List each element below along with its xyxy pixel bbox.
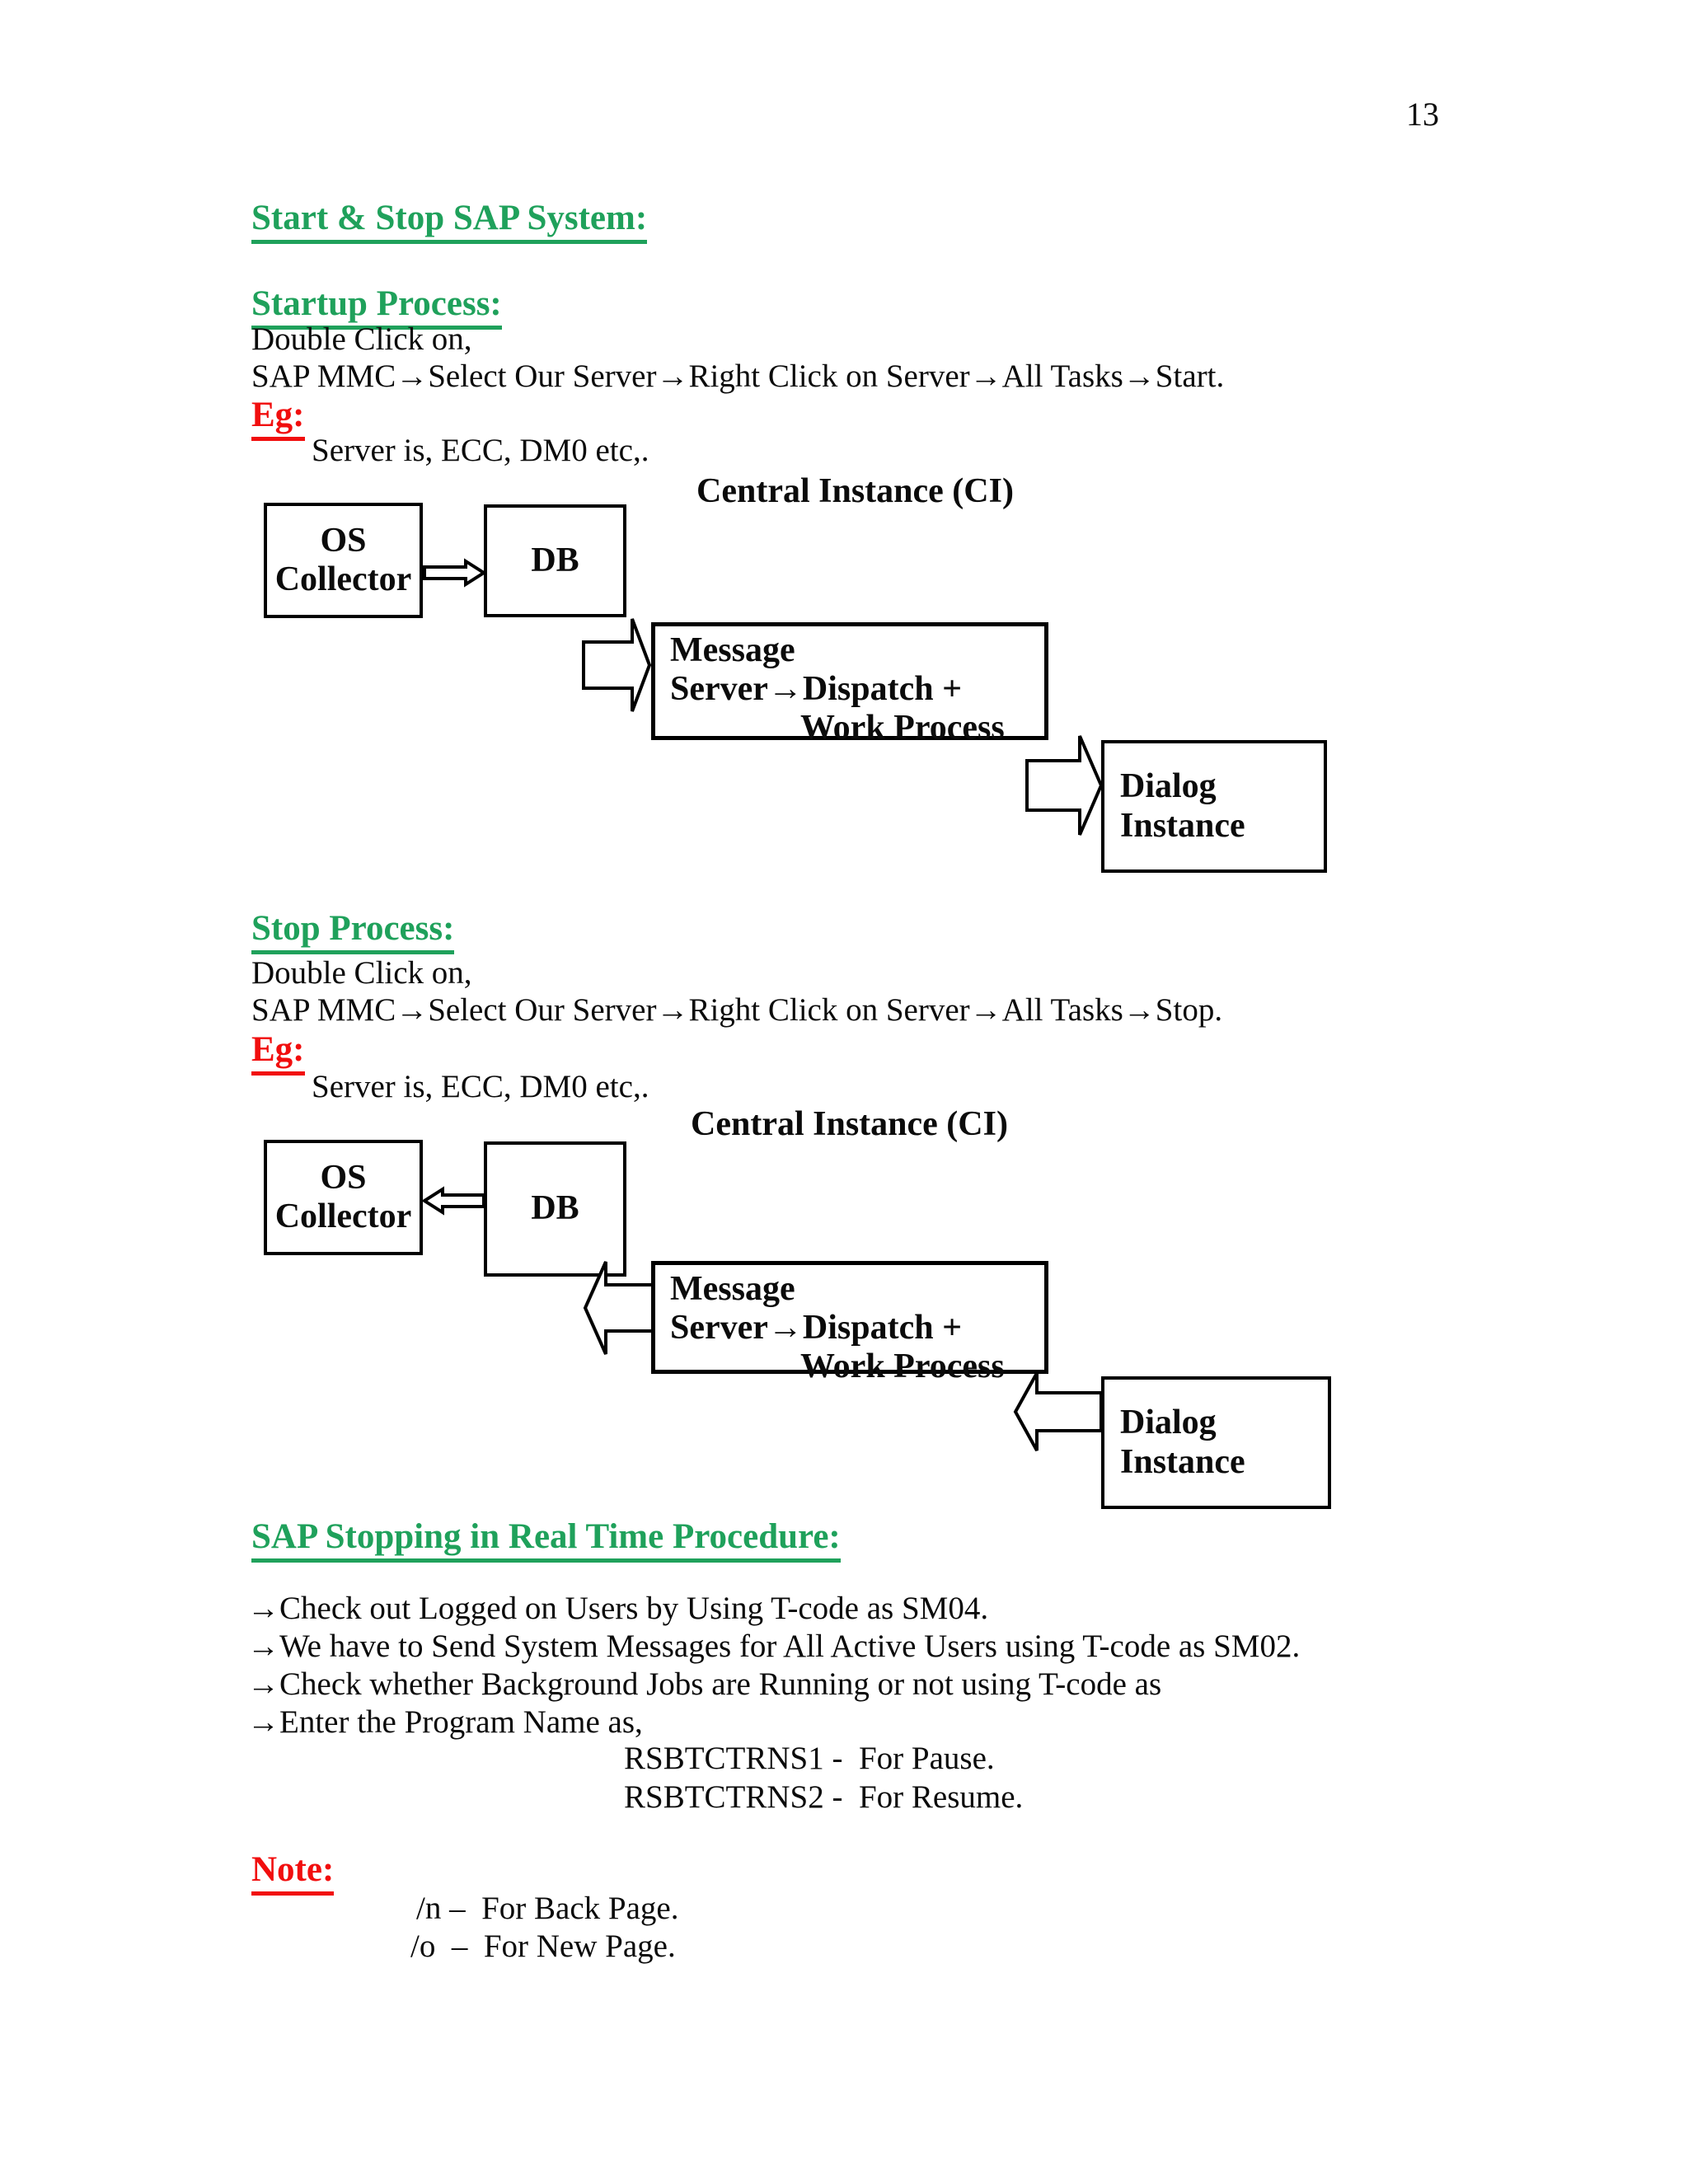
stop-db-box: DB (484, 1141, 626, 1277)
block-arrow-left-icon (1013, 1372, 1103, 1451)
stop-dialog-instance-box: Dialog Instance (1101, 1376, 1331, 1509)
message-label-line2: Server→Dispatch + (670, 670, 963, 709)
startup-os-collector-box: OS Collector (264, 503, 423, 618)
note-label: Note: (251, 1849, 335, 1896)
stop-os-collector-box: OS Collector (264, 1140, 423, 1255)
page-number: 13 (1406, 96, 1439, 133)
program-rsbtctrns2: RSBTCTRNS2 - For Resume. (624, 1779, 1024, 1815)
block-arrow-right-icon (423, 558, 487, 588)
startup-eg-label: Eg: (251, 395, 305, 442)
os-collector-label-line2: Collector (274, 1197, 412, 1235)
realtime-bullet-sm04: →Check out Logged on Users by Using T-co… (247, 1591, 989, 1626)
startup-dialog-instance-box: Dialog Instance (1101, 740, 1327, 873)
startup-db-box: DB (484, 504, 626, 617)
block-arrow-left-icon (583, 1261, 654, 1355)
heading-start-stop-sap-system: Start & Stop SAP System: (251, 198, 648, 245)
heading-sap-stopping-realtime: SAP Stopping in Real Time Procedure: (251, 1516, 841, 1563)
realtime-bullet-sm02: →We have to Send System Messages for All… (247, 1629, 1301, 1664)
block-arrow-right-icon (1025, 735, 1104, 836)
startup-diagram-title: Central Instance (CI) (696, 472, 1014, 510)
startup-line-sap-mmc-path: SAP MMC→Select Our Server→Right Click on… (251, 359, 1225, 394)
stop-eg-text: Server is, ECC, DM0 etc,. (312, 1069, 649, 1104)
startup-message-server-box: Message Server→Dispatch + Work Process (651, 622, 1048, 747)
message-label-line2: Server→Dispatch + (670, 1309, 963, 1347)
dialog-label-line2: Instance (1120, 806, 1245, 845)
startup-line-double-click: Double Click on, (251, 321, 472, 357)
stop-line-double-click: Double Click on, (251, 955, 472, 991)
block-arrow-left-icon (421, 1186, 485, 1216)
message-label-line1: Message (670, 631, 795, 669)
block-arrow-right-icon (582, 618, 652, 712)
program-rsbtctrns1: RSBTCTRNS1 - For Pause. (624, 1741, 995, 1776)
os-collector-label-line1: OS (320, 521, 367, 560)
note-item-back-page: /n – For Back Page. (416, 1891, 679, 1926)
dialog-label-line1: Dialog (1120, 767, 1217, 806)
dialog-label-line2: Instance (1120, 1442, 1245, 1481)
realtime-bullet-background-jobs: →Check whether Background Jobs are Runni… (247, 1666, 1162, 1702)
stop-line-sap-mmc-path: SAP MMC→Select Our Server→Right Click on… (251, 992, 1223, 1028)
note-item-new-page: /o – For New Page. (410, 1929, 676, 1964)
dialog-label-line1: Dialog (1120, 1404, 1217, 1442)
stop-eg-label: Eg: (251, 1029, 305, 1076)
startup-eg-text: Server is, ECC, DM0 etc,. (312, 433, 649, 468)
db-label: DB (531, 541, 579, 579)
message-label-line3: Work Process (800, 1347, 1005, 1386)
heading-startup-process: Startup Process: (251, 284, 502, 330)
message-label-line3: Work Process (800, 709, 1005, 748)
os-collector-label-line2: Collector (274, 560, 412, 598)
db-label: DB (531, 1189, 579, 1228)
stop-message-server-box: Message Server→Dispatch + Work Process (651, 1261, 1048, 1385)
stop-diagram-title: Central Instance (CI) (691, 1105, 1008, 1143)
realtime-bullet-program-name: →Enter the Program Name as, (247, 1704, 643, 1740)
os-collector-label-line1: OS (320, 1158, 367, 1197)
message-label-line1: Message (670, 1270, 795, 1308)
heading-stop-process: Stop Process: (251, 908, 455, 955)
